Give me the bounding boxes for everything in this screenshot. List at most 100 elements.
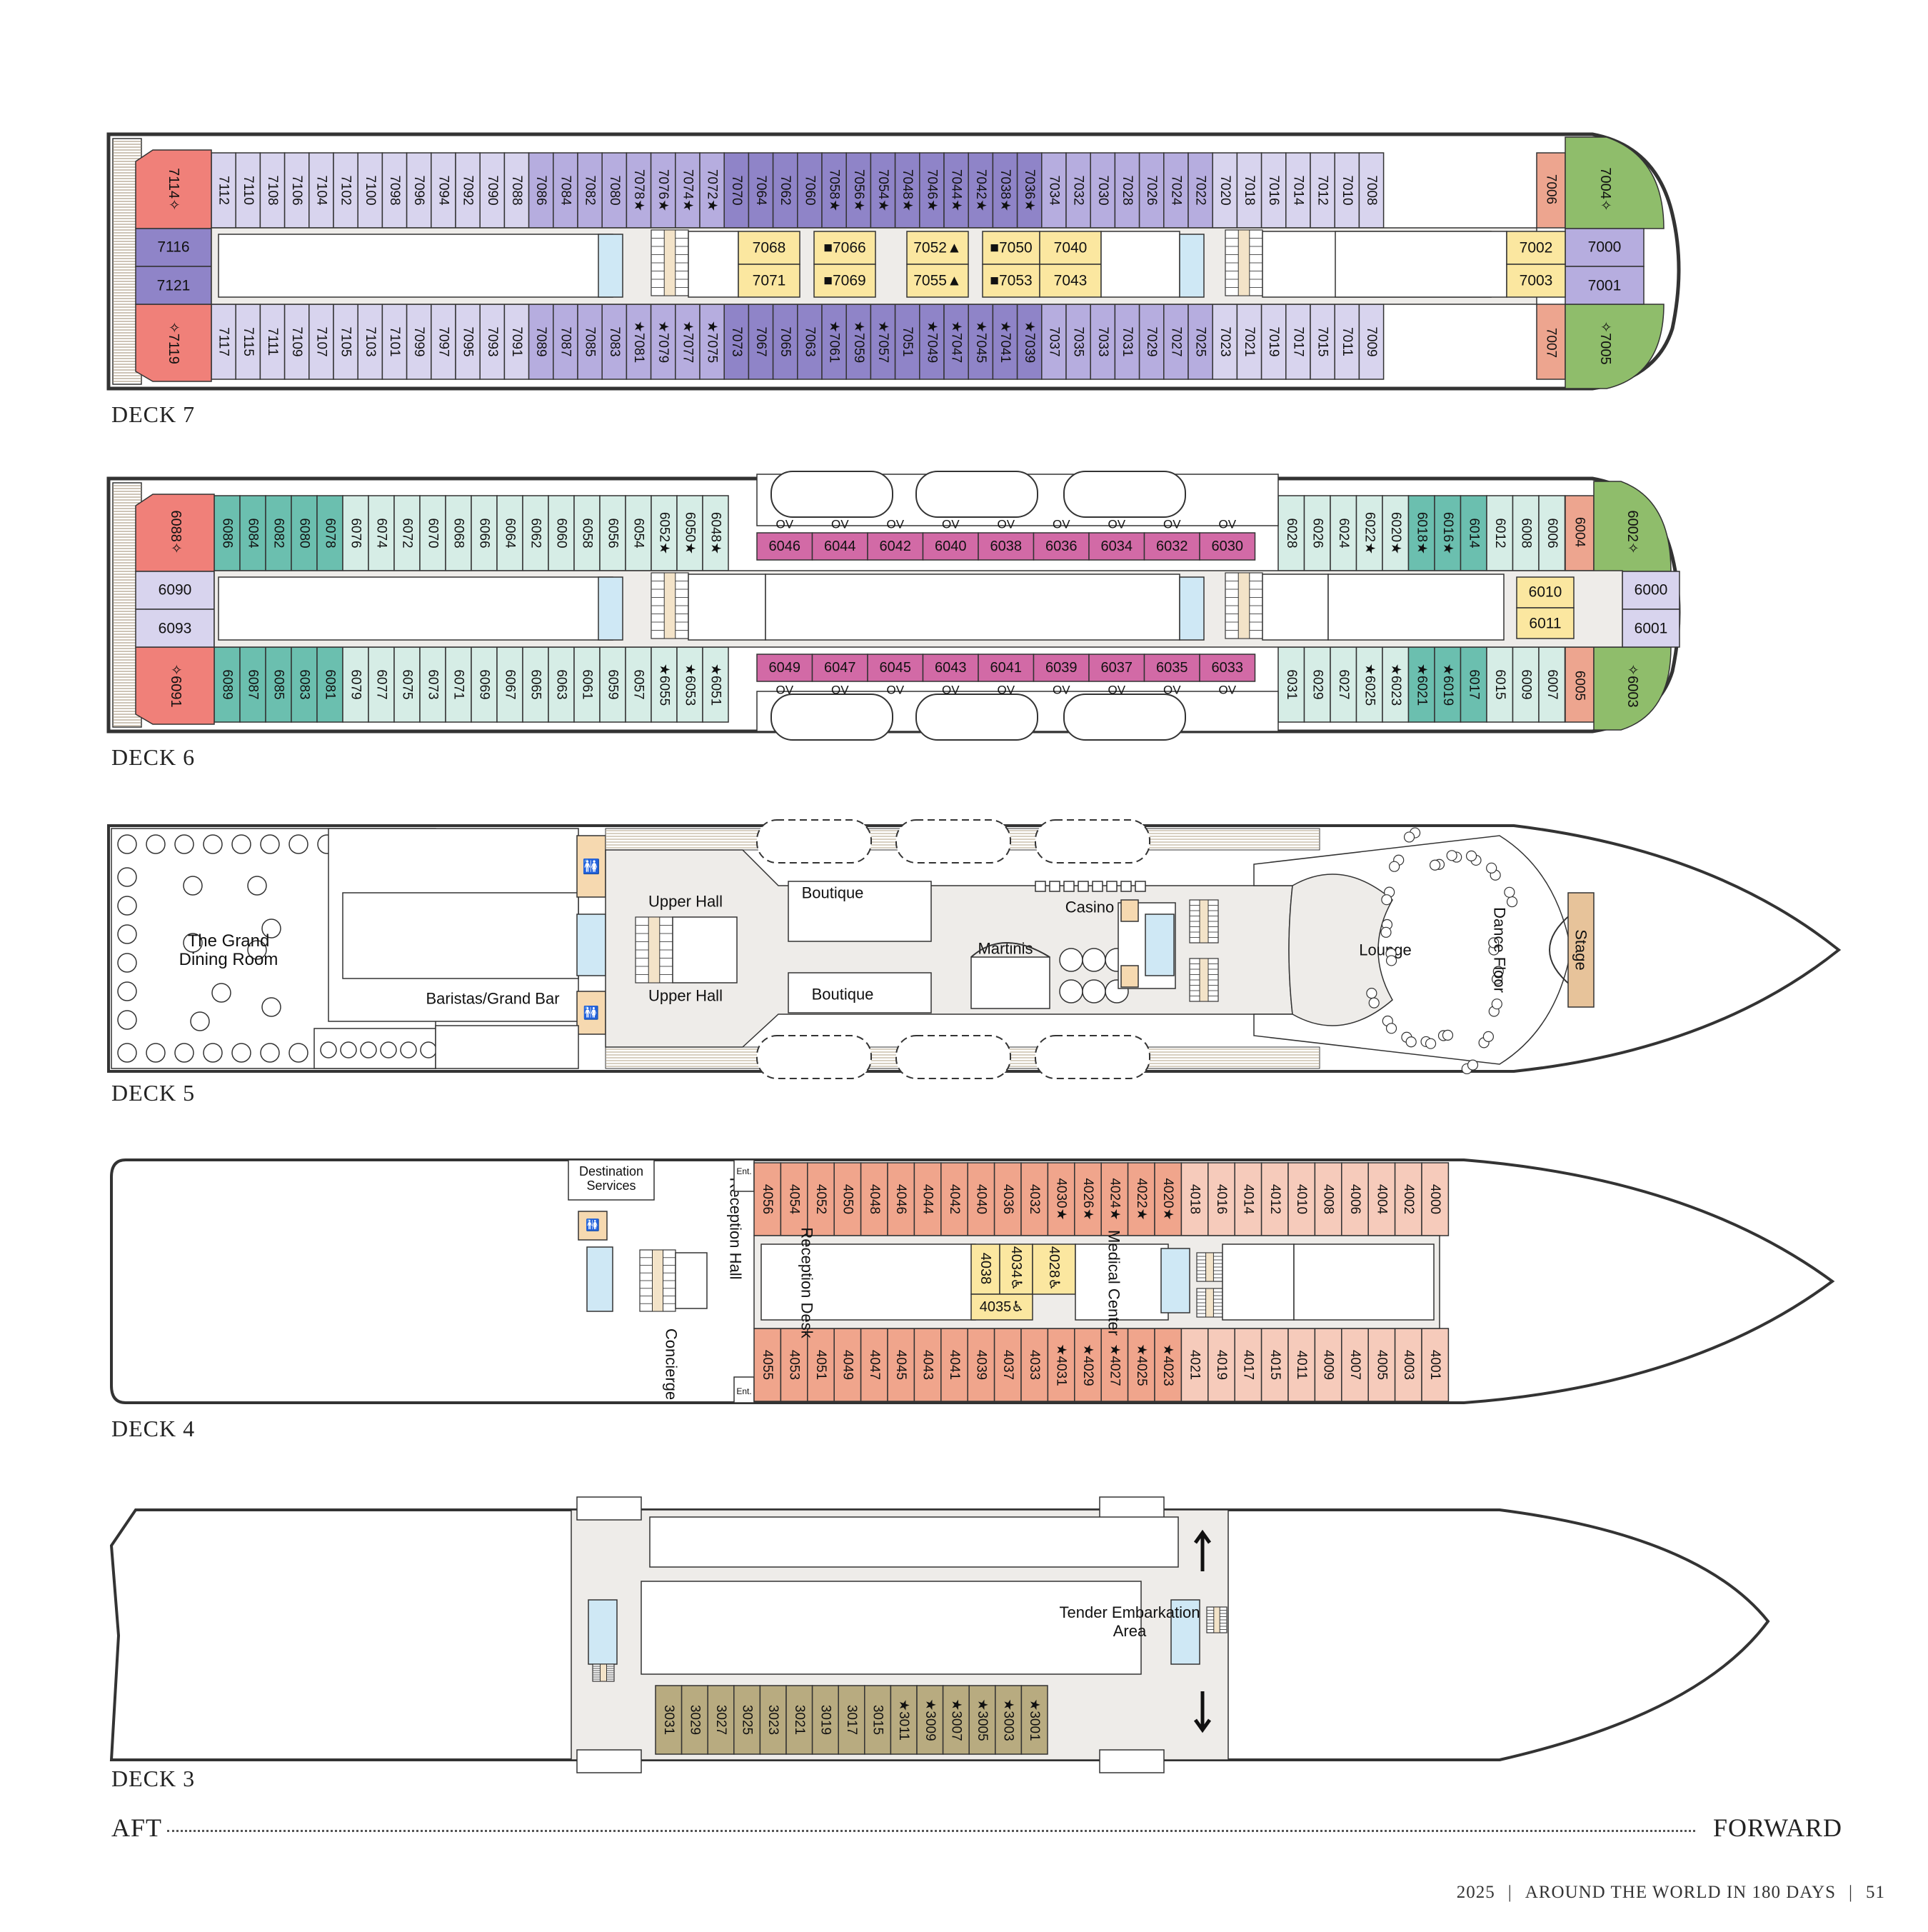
deck-4-top-cabin-number: 4008 (1321, 1184, 1336, 1214)
restroom-icon (578, 1211, 608, 1241)
deck-7-top-cabin-number: 7018 (1242, 175, 1257, 205)
restroom-icon: 🚻 (586, 1218, 600, 1232)
destination-services (568, 1159, 655, 1201)
deck-4-bottom-cabin-number: 4045 (893, 1350, 908, 1380)
deck-7-top-cabin (1212, 152, 1238, 229)
deck-7-top-cabin-number: 7098 (387, 175, 402, 205)
deck-7-bottom-cabin-number: 7091 (509, 326, 524, 356)
deck-4-top-cabin-number: 4030★ (1054, 1178, 1069, 1220)
deck-7-top-cabin-number: 7036★ (1022, 169, 1037, 211)
deck-4-top-cabin (940, 1162, 968, 1236)
deck-7-bottom-cabin-number: 7021 (1242, 326, 1257, 356)
deck-3-cabin-number: ★3009 (923, 1698, 938, 1741)
deck-7-bottom-cabin-number: 7073 (729, 326, 744, 356)
deck-4-inner-number: 4034♿ (1008, 1246, 1024, 1291)
deck-6-lifeboat (770, 471, 893, 518)
deck-7-top-cabin-number: 7090 (485, 175, 500, 205)
deck-4-top-cabin-number: 4016 (1214, 1184, 1229, 1214)
deck-4-top-cabin (1421, 1162, 1450, 1236)
deck-3-cabin (864, 1685, 892, 1755)
deck-4-bottom-cabin-number: 4033 (1027, 1350, 1042, 1380)
deck-4-top-cabin (1260, 1162, 1289, 1236)
deck-6-bottom-fwd-cabin-number: ★6023 (1388, 664, 1403, 706)
deck-6-top-aft-cabin-number: 6062 (528, 518, 543, 548)
deck-4-bottom-cabin-number: 4053 (787, 1350, 802, 1380)
deck-4-top-cabin-number: 4022★ (1134, 1178, 1149, 1220)
deck-4-bottom-cabin (1341, 1328, 1369, 1402)
deck-4-inner-cabin (970, 1293, 1033, 1321)
stairs-icon (651, 229, 689, 296)
deck-7-bottom-cabin (211, 304, 236, 380)
deck-7-bottom-cabin-number: ★7049 (924, 321, 939, 363)
deck-6-bottom-aft-cabin-number: ★6053 (683, 664, 698, 706)
deck-7-top-cabin-number: 7028 (1120, 175, 1135, 205)
dining-table-icon (380, 1041, 397, 1058)
deck-6-bottom-fwd-cabin-number: 6015 (1492, 669, 1507, 699)
deck-7-top-cabin-number: 7032 (1071, 175, 1086, 205)
deck-6-service-area (765, 574, 1180, 641)
deck-6-top-aft-cabin-number: 6072 (400, 518, 415, 548)
deck-6-top-aft-cabin-number: 6058 (580, 518, 595, 548)
deck-6-ocean-view-label: OV (775, 684, 793, 697)
deck-4-bottom-cabin-number: 4039 (973, 1350, 988, 1380)
deck-6-bottom-aft-cabin-number: 6069 (477, 669, 492, 699)
deck-7-top-cabin-number: 7100 (363, 175, 378, 205)
deck-4-top-cabin-number: 4048 (867, 1184, 882, 1214)
deck-6-mid-cabin-number: 6039 (1045, 660, 1078, 676)
deck-7-bottom-cabin-number: 7027 (1168, 326, 1183, 356)
deck-3-service-area (649, 1516, 1179, 1568)
deck-6-mid-cabin-number: 6047 (824, 660, 856, 676)
deck-6-ocean-view-label: OV (886, 684, 904, 697)
deck-6-bottom-aft-cabin-number: 6081 (323, 669, 338, 699)
deck-6-ocean-view-label: OV (1163, 518, 1181, 531)
deck-4-bottom-cabin (753, 1328, 782, 1402)
elevator-icon (1179, 576, 1205, 641)
deck-4-top-cabin-number: 4046 (893, 1184, 908, 1214)
boutique-label: Boutique (802, 884, 864, 902)
deck-4-inner-cabin (999, 1243, 1033, 1295)
deck-3-cabin (811, 1685, 839, 1755)
deck-7-top-cabin-number: 7060 (802, 175, 817, 205)
deck-7-label: DECK 7 (111, 401, 196, 427)
lounge-seat-icon (1425, 1038, 1437, 1049)
deck-6-ocean-view-label: OV (831, 684, 849, 697)
deck-6-ocean-view-label: OV (1108, 684, 1125, 697)
deck-6-top-aft-cabin (393, 495, 421, 571)
deck-4-bottom-cabin (1047, 1328, 1075, 1402)
deck-7-top-cabin-number: 7024 (1168, 175, 1183, 206)
deck-7-inner-cabin (982, 231, 1040, 265)
deck-7-bottom-cabin-number: 7033 (1095, 326, 1110, 356)
deck-6-ocean-view-label: OV (997, 684, 1015, 697)
deck-6-bottom-aft-cabin (419, 646, 446, 723)
deck-7-top-cabin-number: 7010 (1340, 175, 1355, 205)
deck-6-bottom-aft-cabin-number: 6073 (426, 669, 441, 699)
deck-7-top-cabin-number: 7044★ (949, 169, 964, 211)
deck-6-ocean-view-label: OV (942, 518, 960, 531)
stairs-icon (1206, 1606, 1227, 1633)
deck-7-bottom-cabin-number: 7117 (216, 327, 231, 356)
deck-6-bottom-fwd-cabin (1382, 646, 1410, 723)
dining-table-icon (146, 834, 166, 854)
deck-7-inner-cabin (1039, 264, 1102, 298)
lounge-seat-icon (1380, 926, 1392, 938)
deck-6-top-aft-cabin (291, 495, 318, 571)
deck-7-top-cabin-number: 7062 (778, 175, 793, 205)
lounge-seat-icon (1465, 850, 1477, 861)
deck-7-top-cabin (455, 152, 481, 229)
deck-6-mid-cabin-number: 6045 (880, 660, 912, 676)
deck-6-mid-cabin (811, 654, 868, 682)
page-footer: 2025|AROUND THE WORLD IN 180 DAYS|51 (1456, 1883, 1885, 1902)
dining-table-icon (117, 953, 137, 973)
deck-4-bottom-cabin (1180, 1328, 1209, 1402)
dining-table-icon (288, 834, 308, 854)
deck-6-top-fwd-cabin-number: 6012 (1492, 518, 1507, 548)
deck-7-top-cabin-number: 7080 (607, 175, 622, 205)
deck-6-bottom-aft-cabin (702, 646, 729, 723)
deck-7-vista-bottom-number: 7007 (1544, 328, 1559, 358)
deck-6-top-aft-cabin-number: 6086 (220, 518, 235, 548)
dining-table-icon (146, 1043, 166, 1063)
deck-7-top-cabin (1041, 152, 1067, 229)
deck-7-top-cabin (1334, 152, 1360, 229)
deck-6-bottom-fwd-cabin (1303, 646, 1331, 723)
